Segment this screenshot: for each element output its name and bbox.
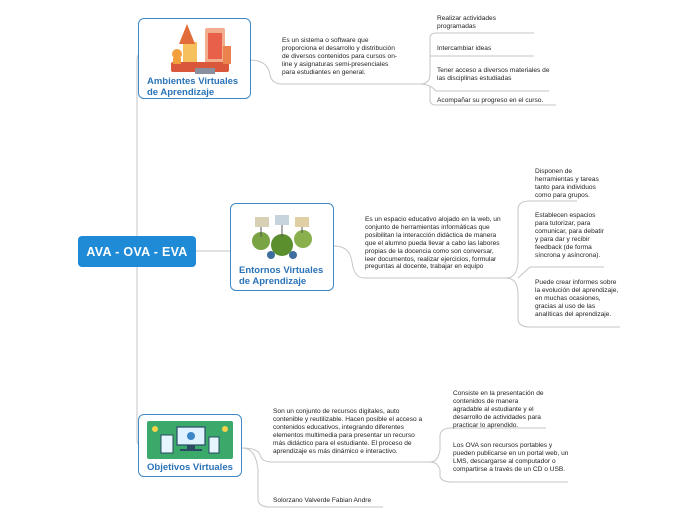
list-item: Consiste en la presentación de contenido… xyxy=(453,390,544,429)
root-node[interactable]: AVA - OVA - EVA xyxy=(78,236,196,267)
topic-entornos-virtuales[interactable]: Entornos Virtuales de Aprendizaje xyxy=(230,203,334,291)
author-note: Solorzano Valverde Fabian Andre xyxy=(273,497,372,504)
classroom-illustration-icon xyxy=(171,24,231,74)
description-note: Son un conjunto de recursos digitales, a… xyxy=(273,408,423,455)
network-people-illustration-icon xyxy=(249,211,315,261)
list-item: Acompañar su progreso en el curso. xyxy=(437,97,544,104)
topic-title: Ambientes Virtuales de Aprendizaje xyxy=(147,76,239,98)
list-item: Establecen espacios para tutorizar, para… xyxy=(535,212,604,259)
topic-objetivos-virtuales[interactable]: Objetivos Virtuales xyxy=(138,414,242,477)
list-item: Tener acceso a diversos materiales de la… xyxy=(437,67,550,82)
list-item: Puede crear informes sobre la evolución … xyxy=(535,279,619,318)
topic-ambientes-virtuales[interactable]: Ambientes Virtuales de Aprendizaje xyxy=(138,18,251,99)
list-item: Disponen de herramientas y tareas tanto … xyxy=(535,168,599,199)
topic-title: Objetivos Virtuales xyxy=(147,462,233,473)
list-item: Intercambiar ideas xyxy=(437,45,492,52)
topic-title: Entornos Virtuales de Aprendizaje xyxy=(239,265,324,287)
description-note: Es un sistema o software que proporciona… xyxy=(282,37,398,76)
devices-illustration-icon xyxy=(147,421,233,459)
description-note: Es un espacio educativo alojado en la we… xyxy=(365,216,501,271)
list-item: Los OVA son recursos portables y pueden … xyxy=(453,442,569,473)
list-item: Realizar actividades programadas xyxy=(437,15,497,30)
root-label: AVA - OVA - EVA xyxy=(86,244,188,259)
